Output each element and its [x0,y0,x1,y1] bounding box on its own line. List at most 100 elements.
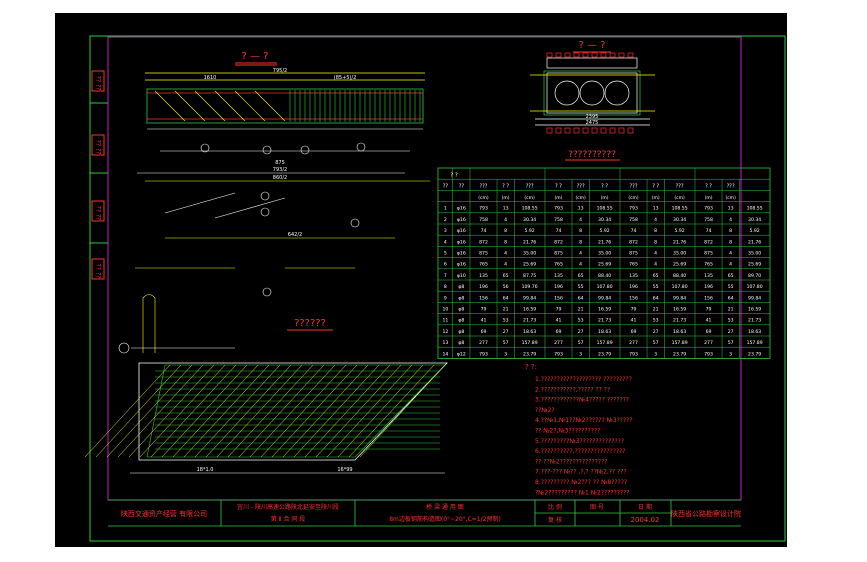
table-cell: 156 [479,295,488,301]
table-cell: 4 [579,262,582,268]
table-cell: 6 [444,262,447,268]
table-cell: 8 [579,228,582,234]
table-cell: 12 [442,329,448,335]
number-label: 图 号 [590,504,604,511]
table-cell: 41 [631,318,637,324]
table-cell: 5.92 [750,228,760,234]
table-cell: 69 [556,329,562,335]
project-line-2: 第 Ⅱ 合 同 段 [271,515,306,523]
drawing-canvas: ?? ?? ?? ?? ?? ?? ?? ?? ? — ? 1610 795/2… [55,13,787,547]
table-cell: 196 [629,284,638,290]
table-cell: 64 [578,295,584,301]
rebar-elevation: 1610 795/2 (85+5)/2 [145,68,425,130]
table-cell: 18.63 [748,329,761,335]
table-cell: 13 [728,206,734,212]
table-cell: 25.69 [673,262,686,268]
table-cell: 3 [579,351,582,357]
table-cell: 765 [629,262,638,268]
table-cell: 65 [503,273,509,279]
drawing-line-2: 8m边板钢筋构造图(0°~20°,C=1/2预制) [389,515,501,523]
table-cell: 55 [578,284,584,290]
rebar-callouts [135,142,430,297]
table-cell: 277 [629,340,638,346]
table-cell: 30.34 [523,217,536,223]
table-cell: φ16 [457,228,466,234]
table-cell: 8 [504,228,507,234]
table-unit: (cm) [524,195,535,201]
table-subheader: ? ? [555,184,562,190]
table-cell: 23.79 [748,351,761,357]
table-cell: 21.73 [598,318,611,324]
table-cell: 793 [629,206,638,212]
table-cell: 5.92 [675,228,685,234]
table-cell: 53 [653,318,659,324]
table-cell: 21 [728,306,734,312]
table-cell: 16.59 [673,306,686,312]
table-cell: 875 [629,250,638,256]
table-cell: 21.73 [523,318,536,324]
table-cell: φ16 [457,239,466,245]
table-unit: (cm) [725,195,736,201]
table-cell: 3 [654,351,657,357]
table-cell: 57 [728,340,734,346]
table-cell: 57 [578,340,584,346]
table-cell: 4 [654,217,657,223]
table-cell: 5.92 [599,228,609,234]
table-cell: 56 [503,284,509,290]
table-cell: 13 [653,206,659,212]
table-cell: 11 [442,318,448,324]
table-cell: 57 [503,340,509,346]
date-value: 2004.02 [631,516,660,524]
table-cell: 87.75 [523,273,536,279]
table-cell: 872 [704,239,713,245]
table-cell: 25.69 [523,262,536,268]
table-subheader: ??? [577,184,585,190]
table-cell: 53 [578,318,584,324]
table-cell: 27 [578,329,584,335]
plan-title: ?????? [294,318,326,329]
drawing-line-1: 桥 梁 通 用 图 [426,503,464,511]
table-cell: 875 [704,250,713,256]
table-cell: 69 [631,329,637,335]
table-subheader: ? ? [705,184,712,190]
table-cell: 30.34 [598,217,611,223]
table-cell: 64 [728,295,734,301]
table-cell: 9 [444,295,447,301]
table-cell: 21.73 [748,318,761,324]
table-cell: 55 [653,284,659,290]
table-cell: 99.84 [598,295,611,301]
table-cell: 99.84 [748,295,761,301]
table-cell: 23.79 [598,351,611,357]
dim-d4: 793/2 [273,167,287,173]
table-cell: 758 [479,217,488,223]
inner-frame [107,36,742,501]
note-line: 7.???-??? №?? ,?,? ??№2,?? ??? [535,469,627,476]
table-cell: 875 [479,250,488,256]
table-subheader: ?? [443,184,449,190]
table-cell: φ16 [457,206,466,212]
table-unit: (cm) [674,195,685,201]
note-line: 8.????????? №2??? ?? №8????? [535,479,627,486]
table-cell: 57 [653,340,659,346]
table-cell: 875 [554,250,563,256]
outer-frame [89,35,786,542]
table-cell: 8 [729,228,732,234]
table-cell: 16.59 [748,306,761,312]
table-cell: 55 [728,284,734,290]
table-cell: 108.55 [672,206,688,212]
table-subheader: ??? [480,184,488,190]
design-institute: 陕西省公路勘察设计院 [671,509,741,518]
table-cell: 21.76 [748,239,761,245]
table-subheader: ??? [727,184,735,190]
table-cell: 21 [653,306,659,312]
side-label-1: ?? ?? [95,76,102,91]
table-unit: (m) [652,195,660,201]
note-line: 5.?????????№3?????????????? [535,438,624,445]
check-label: 复 核 [548,516,562,524]
table-cell: 99.84 [673,295,686,301]
table-cell: 758 [554,217,563,223]
table-cell: 21 [503,306,509,312]
table-cell: 25.69 [748,262,761,268]
table-subheader: ??? [630,184,638,190]
table-cell: 108.55 [597,206,613,212]
